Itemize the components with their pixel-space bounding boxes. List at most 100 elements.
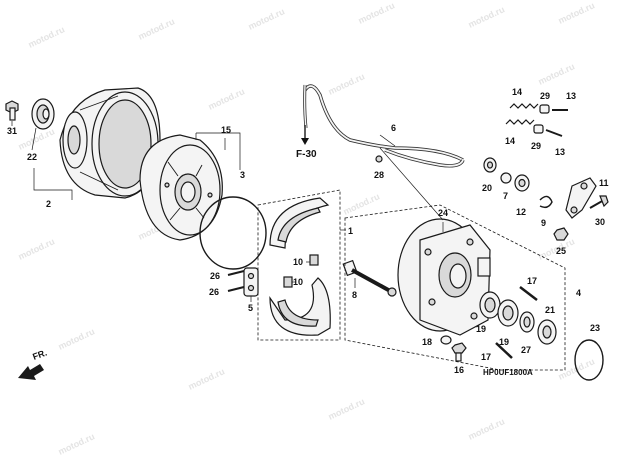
collar-29b [533,124,544,134]
callout-13: 13 [566,91,576,101]
watermark: motod.ru [57,326,97,352]
callout-29: 29 [531,141,541,151]
callout-5: 5 [248,303,253,313]
watermark: motod.ru [327,71,367,97]
callout-29: 29 [540,91,550,101]
watermark: motod.ru [17,236,57,262]
brake-cable-6 [303,84,465,168]
spring-10a [309,254,319,266]
spring-14a [509,103,539,109]
watermark: motod.ru [557,0,597,26]
bolt-31 [5,100,19,121]
watermark: motod.ru [357,0,397,26]
callout-1: 1 [348,226,353,236]
bolt-30 [589,195,609,209]
nut-7 [500,172,512,184]
callout-31: 31 [7,126,17,136]
front-direction-arrow [18,364,44,380]
brake-shoe-upper-1 [269,197,330,249]
callout-17: 17 [481,352,491,362]
callout-27: 27 [521,345,531,355]
callout-15: 15 [221,125,231,135]
washer-18 [440,335,452,345]
watermark: motod.ru [342,191,382,217]
callout-17: 17 [527,276,537,286]
brake-cam-8 [342,259,397,297]
pin-26a [227,270,245,276]
watermark: motod.ru [327,396,367,422]
callout-26: 26 [210,271,220,281]
oil-seal-21 [537,319,557,345]
callout-13: 13 [555,147,565,157]
watermark: motod.ru [247,6,287,32]
watermark: motod.ru [207,86,247,112]
callout-28: 28 [374,170,384,180]
ref-arrow [301,125,309,145]
watermark: motod.ru [537,61,577,87]
bolt-13b [545,129,563,137]
brake-shoe-lower-1 [269,277,331,336]
callout-19: 19 [476,324,486,334]
callout-10: 10 [293,257,303,267]
plate-5 [243,267,259,297]
callout-21: 21 [545,305,555,315]
callout-4: 4 [576,288,581,298]
callout-6: 6 [391,123,396,133]
pin-26b [227,286,245,292]
callout-2: 2 [46,199,51,209]
watermark: motod.ru [137,16,177,42]
seal-20 [483,157,497,173]
bearing-19a [479,291,501,319]
spring-10b [283,276,293,288]
callout-16: 16 [454,365,464,375]
bearing-19b [497,299,519,327]
pin-17b [495,342,513,359]
o-ring-23 [574,339,604,381]
clip-28 [375,155,383,163]
callout-25: 25 [556,246,566,256]
callout-18: 18 [422,337,432,347]
callout-10: 10 [293,277,303,287]
diagram-code: HP0UF1800A [483,368,533,377]
spacer-27 [519,311,535,333]
o-ring-3 [199,196,267,270]
callout-26: 26 [209,287,219,297]
callout-12: 12 [516,207,526,217]
brake-panel-24 [397,218,491,336]
direction-label: FR. [31,348,48,362]
brake-panel-cover-3 [139,134,223,241]
callout-3: 3 [240,170,245,180]
watermark: motod.ru [27,24,67,50]
callout-11: 11 [599,178,609,188]
callout-20: 20 [482,183,492,193]
callout-24: 24 [438,208,448,218]
spring-14b [505,119,535,125]
callout-14: 14 [512,87,522,97]
oil-seal-22 [31,98,55,130]
group-box-4 [344,204,566,371]
reference-label: F-30 [296,149,317,160]
callout-23: 23 [590,323,600,333]
brake-arm-11 [565,177,597,219]
callout-9: 9 [541,218,546,228]
watermark: motod.ru [467,4,507,30]
wear-indicator-12 [514,174,530,192]
callout-7: 7 [503,191,508,201]
callout-30: 30 [595,217,605,227]
watermark: motod.ru [57,431,97,457]
pin-17a [519,286,538,301]
watermark: motod.ru [467,416,507,442]
callout-8: 8 [352,290,357,300]
watermark: motod.ru [17,126,57,152]
callout-22: 22 [27,152,37,162]
callout-14: 14 [505,136,515,146]
clip-9 [539,195,553,209]
bolt-25 [553,227,569,241]
watermark-layer: motod.ru motod.ru motod.ru motod.ru moto… [17,0,597,457]
collar-29a [539,104,550,114]
bolt-16 [451,342,467,362]
callout-19: 19 [499,337,509,347]
watermark: motod.ru [187,366,227,392]
